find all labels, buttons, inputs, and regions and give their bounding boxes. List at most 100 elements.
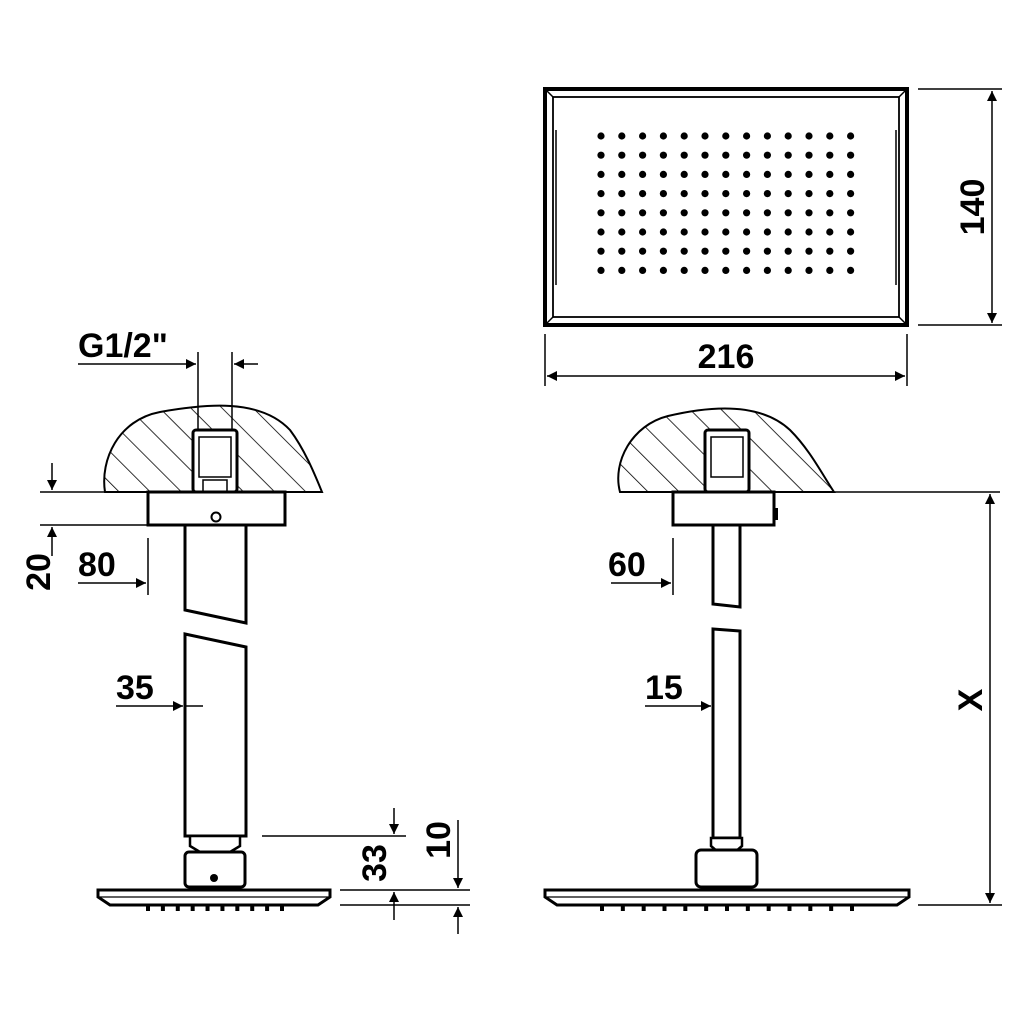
arm-lower xyxy=(711,627,742,840)
nozzle-dot xyxy=(722,190,730,198)
nozzle-dot xyxy=(826,209,834,217)
nozzle-dot xyxy=(701,266,709,274)
nozzle-dot xyxy=(722,170,730,178)
nozzle-dot xyxy=(784,170,792,178)
nozzle-tip xyxy=(600,905,604,911)
nozzle-tip xyxy=(280,905,284,911)
nozzle-dot xyxy=(805,209,813,217)
nozzle-dot xyxy=(618,266,626,274)
head-outer-frame xyxy=(543,87,909,327)
nozzle-dot xyxy=(639,228,647,236)
nozzle-dot xyxy=(784,247,792,255)
nozzle-dot xyxy=(639,209,647,217)
nozzle-dot xyxy=(597,190,605,198)
nozzle-tip xyxy=(205,905,210,911)
nozzle-dot xyxy=(763,228,772,236)
left-flange-width-label: 80 xyxy=(78,546,116,584)
nozzle-dot xyxy=(763,132,772,140)
nipple-nut xyxy=(202,479,228,493)
nozzle-dot xyxy=(618,228,626,236)
nozzle-dot xyxy=(659,266,668,274)
nozzle-dot xyxy=(701,170,709,178)
nozzle-dot xyxy=(618,151,626,159)
connector-screw xyxy=(210,874,218,882)
nozzle-dot xyxy=(763,247,772,255)
nozzle-dot xyxy=(847,228,855,236)
right-arm-width-label: 15 xyxy=(645,669,683,707)
nozzle-tip xyxy=(725,905,729,911)
nozzle-dot xyxy=(597,170,605,178)
nozzle-tip xyxy=(745,905,750,911)
nozzle-dot xyxy=(722,151,730,159)
flange-height-label: 20 xyxy=(20,553,58,591)
width-label: 216 xyxy=(698,338,755,376)
nozzle-tip xyxy=(175,905,180,911)
nozzle-dot xyxy=(680,190,688,198)
nozzle-dot xyxy=(784,228,792,236)
nozzle-dot xyxy=(701,209,709,217)
nozzle-dot xyxy=(826,190,834,198)
flange-height-dimension: 20 xyxy=(20,463,148,591)
nozzle-tip xyxy=(146,905,150,911)
nozzle-dot xyxy=(743,190,751,198)
nozzle-tip xyxy=(190,905,195,911)
thread-dimension: G1/2" xyxy=(78,327,258,430)
nozzle-dot xyxy=(701,190,709,198)
flange-screw xyxy=(774,508,778,520)
head-inner-face xyxy=(552,96,900,318)
thread-label: G1/2" xyxy=(78,327,168,365)
nozzle-dot xyxy=(826,132,834,140)
nozzle-dot xyxy=(639,151,647,159)
connector-height-dimension: 33 xyxy=(262,808,470,920)
nozzle-dot xyxy=(659,190,668,198)
nozzle-dot xyxy=(826,247,834,255)
wall-nipple-inner xyxy=(710,436,744,478)
nozzle-dot xyxy=(763,151,772,159)
nozzle-dot xyxy=(618,247,626,255)
nozzle-tip xyxy=(235,905,240,911)
width-dimension: 216 xyxy=(544,334,908,386)
nozzle-dot xyxy=(826,170,834,178)
depth-dimension: 140 xyxy=(918,88,1002,326)
right-side-view xyxy=(543,407,1000,911)
nozzle-dot xyxy=(639,266,647,274)
nozzle-dot xyxy=(847,209,855,217)
nozzle-dot xyxy=(659,151,668,159)
face-corner xyxy=(544,316,554,326)
left-arm-width-label: 35 xyxy=(116,669,154,707)
nozzle-dot xyxy=(805,132,813,140)
nozzle-dot xyxy=(659,170,668,178)
nozzle-dot xyxy=(826,151,834,159)
nozzle-dot xyxy=(805,170,813,178)
head-thickness-dimension: 10 xyxy=(420,820,463,934)
nozzle-dot xyxy=(722,132,730,140)
head-thickness-label: 10 xyxy=(420,821,458,859)
nozzle-tip xyxy=(850,905,854,911)
connector-height-label: 33 xyxy=(356,844,394,882)
nozzle-dot xyxy=(763,266,772,274)
nozzle-dot xyxy=(847,132,855,140)
nozzle-dot xyxy=(743,228,751,236)
nozzle-tip xyxy=(620,905,625,911)
face-corner xyxy=(898,316,908,326)
nozzle-dot xyxy=(722,228,730,236)
right-flange-width-dimension: 60 xyxy=(608,538,714,595)
nozzle-dot xyxy=(639,170,647,178)
nozzle-dot xyxy=(805,190,813,198)
nozzle-dot xyxy=(680,209,688,217)
nozzle-dot xyxy=(805,247,813,255)
nozzle-dot xyxy=(743,151,751,159)
flange-screw xyxy=(210,511,222,523)
top-view xyxy=(543,87,909,327)
nozzle-tip xyxy=(808,905,813,911)
nozzle-tip xyxy=(220,905,225,911)
nozzle-dot xyxy=(680,247,688,255)
nozzle-dot xyxy=(826,266,834,274)
nozzle-dot xyxy=(659,247,668,255)
nozzle-tip xyxy=(160,905,165,911)
connector-body xyxy=(183,850,247,889)
nozzle-dot xyxy=(701,247,709,255)
nozzle-dot xyxy=(847,247,855,255)
nozzle-dot xyxy=(701,228,709,236)
